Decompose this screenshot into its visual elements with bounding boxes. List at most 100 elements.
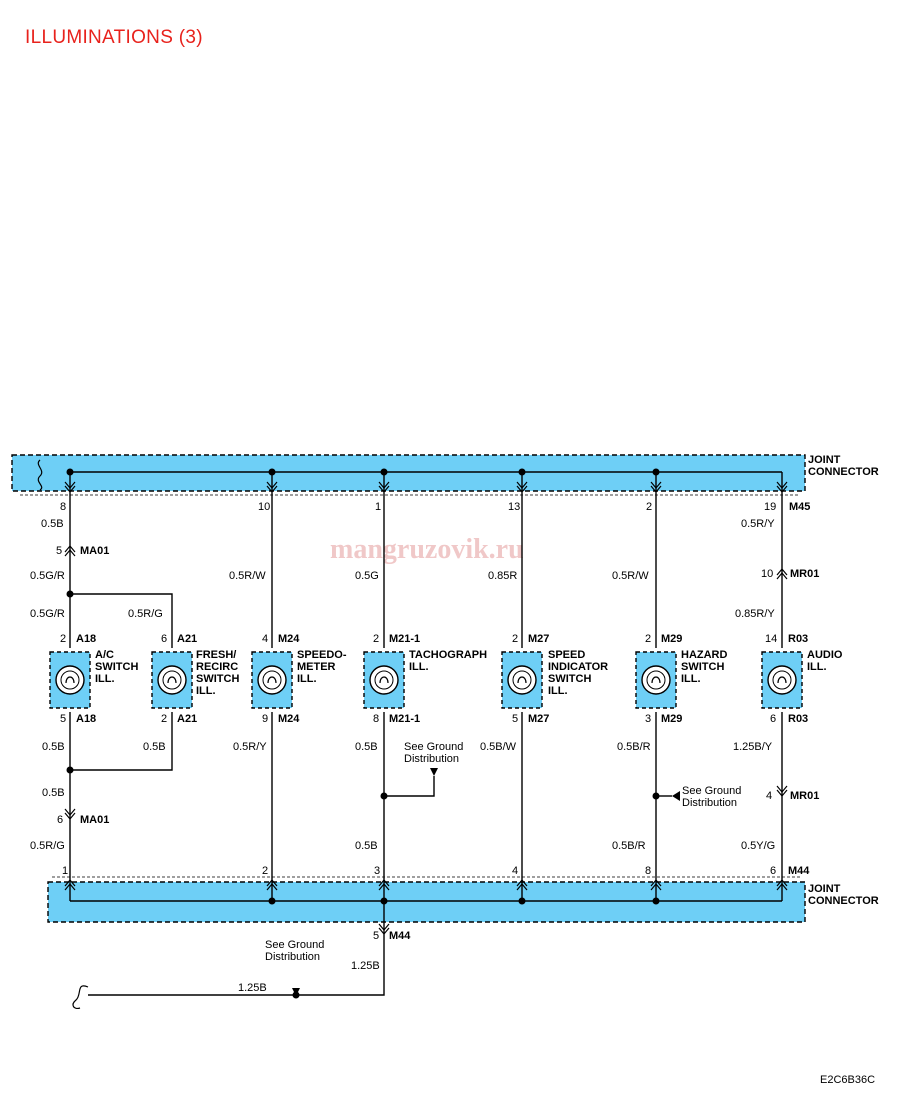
- wire-label: 0.5R/Y: [233, 741, 267, 753]
- wire-label: 0.5R/W: [612, 570, 649, 582]
- svg-text:M24: M24: [278, 713, 300, 725]
- svg-text:METER: METER: [297, 661, 336, 673]
- connector-label: M44: [389, 930, 411, 942]
- wire-label: 0.5R/W: [229, 570, 266, 582]
- svg-text:SPEED: SPEED: [548, 649, 585, 661]
- connector-label: MA01: [80, 545, 109, 557]
- pin-label: 6: [57, 814, 63, 826]
- pin-label: 1: [62, 865, 68, 877]
- connector-label: M45: [789, 501, 810, 513]
- svg-text:SPEEDO-: SPEEDO-: [297, 649, 347, 661]
- svg-text:ILL.: ILL.: [681, 673, 701, 685]
- svg-text:HAZARD: HAZARD: [681, 649, 727, 661]
- svg-text:M29: M29: [661, 633, 682, 645]
- svg-text:R03: R03: [788, 713, 808, 725]
- svg-text:2: 2: [60, 633, 66, 645]
- pin-label: 8: [645, 865, 651, 877]
- connector-label: MR01: [790, 568, 819, 580]
- svg-text:A18: A18: [76, 633, 96, 645]
- ground-reference: Distribution: [265, 951, 320, 963]
- svg-text:A21: A21: [177, 713, 197, 725]
- pin-label: 3: [374, 865, 380, 877]
- wire-lines: [69, 472, 783, 1010]
- svg-text:M27: M27: [528, 633, 549, 645]
- svg-text:4: 4: [262, 633, 268, 645]
- top-joint-connector: JOINT CONNECTOR: [11, 454, 879, 496]
- wire-label: 0.5R/G: [30, 840, 65, 852]
- wire-label: 0.5B: [42, 741, 65, 753]
- svg-text:A18: A18: [76, 713, 96, 725]
- component-a21: 6 A21 FRESH/ RECIRC SWITCH ILL. 2 A21: [161, 633, 239, 725]
- svg-text:6: 6: [161, 633, 167, 645]
- junction-dots: [66, 468, 660, 999]
- wire-label: 0.5B: [143, 741, 166, 753]
- component-m24: 4 M24 SPEEDO- METER ILL. 9 M24: [262, 633, 347, 725]
- svg-text:ILL.: ILL.: [807, 661, 827, 673]
- wire-label: 0.5B: [42, 787, 65, 799]
- bottom-joint-connector: JOINT CONNECTOR: [47, 876, 879, 923]
- ground-reference: Distribution: [404, 753, 459, 765]
- svg-text:SWITCH: SWITCH: [681, 661, 724, 673]
- svg-text:2: 2: [161, 713, 167, 725]
- svg-text:SWITCH: SWITCH: [196, 673, 239, 685]
- wire-label: 0.5B: [355, 840, 378, 852]
- wire-label: 0.85R/Y: [735, 608, 775, 620]
- svg-text:14: 14: [765, 633, 777, 645]
- page-title: ILLUMINATIONS (3): [25, 27, 203, 48]
- svg-text:3: 3: [645, 713, 651, 725]
- svg-text:FRESH/: FRESH/: [196, 649, 236, 661]
- svg-text:ILL.: ILL.: [95, 673, 115, 685]
- wire-label: 0.5R/Y: [741, 518, 775, 530]
- svg-text:INDICATOR: INDICATOR: [548, 661, 608, 673]
- svg-text:CONNECTOR: CONNECTOR: [808, 466, 879, 478]
- pin-label: 2: [646, 501, 652, 513]
- pin-label: 4: [766, 790, 772, 802]
- component-m29: 2 M29 HAZARD SWITCH ILL. 3 M29: [645, 633, 727, 725]
- svg-text:M21-1: M21-1: [389, 633, 420, 645]
- svg-text:RECIRC: RECIRC: [196, 661, 238, 673]
- connector-label: MA01: [80, 814, 109, 826]
- svg-text:5: 5: [60, 713, 66, 725]
- svg-text:9: 9: [262, 713, 268, 725]
- svg-text:CONNECTOR: CONNECTOR: [808, 895, 879, 907]
- ground-reference: See Ground: [265, 939, 324, 951]
- ground-reference: See Ground: [682, 785, 741, 797]
- svg-text:6: 6: [770, 713, 776, 725]
- svg-text:M21-1: M21-1: [389, 713, 420, 725]
- wire-label: 0.5B: [41, 518, 64, 530]
- svg-text:5: 5: [512, 713, 518, 725]
- svg-text:ILL.: ILL.: [548, 685, 568, 697]
- svg-text:M29: M29: [661, 713, 682, 725]
- svg-text:ILL.: ILL.: [196, 685, 216, 697]
- svg-text:2: 2: [373, 633, 379, 645]
- pin-label: 5: [56, 545, 62, 557]
- svg-text:ILL.: ILL.: [297, 673, 317, 685]
- svg-text:2: 2: [645, 633, 651, 645]
- wire-label: 0.5G/R: [30, 608, 65, 620]
- ground-reference: Distribution: [682, 797, 737, 809]
- pin-label: 10: [761, 568, 773, 580]
- pin-label: 19: [764, 501, 776, 513]
- svg-text:A/C: A/C: [95, 649, 114, 661]
- svg-text:JOINT: JOINT: [808, 454, 841, 466]
- svg-text:M27: M27: [528, 713, 549, 725]
- component-m27: 2 M27 SPEED INDICATOR SWITCH ILL. 5 M27: [512, 633, 608, 725]
- pin-label: 8: [60, 501, 66, 513]
- wire-label: 0.5R/G: [128, 608, 163, 620]
- svg-text:SWITCH: SWITCH: [548, 673, 591, 685]
- wire-label: 0.5B: [355, 741, 378, 753]
- pin-label: 13: [508, 501, 520, 513]
- component-r03: 14 R03 AUDIO ILL. 6 R03: [765, 633, 843, 725]
- wire-label: 0.85R: [488, 570, 517, 582]
- component-a18: 2 A18 A/C SWITCH ILL. 5 A18: [60, 633, 138, 725]
- pin-label: 6: [770, 865, 776, 877]
- wire-label: 1.25B: [238, 982, 267, 994]
- pin-label: 1: [375, 501, 381, 513]
- pin-label: 2: [262, 865, 268, 877]
- wire-label: 1.25B/Y: [733, 741, 773, 753]
- svg-text:JOINT: JOINT: [808, 883, 841, 895]
- wire-label: 0.5B/W: [480, 741, 517, 753]
- pin-label: 4: [512, 865, 518, 877]
- connector-label: MR01: [790, 790, 819, 802]
